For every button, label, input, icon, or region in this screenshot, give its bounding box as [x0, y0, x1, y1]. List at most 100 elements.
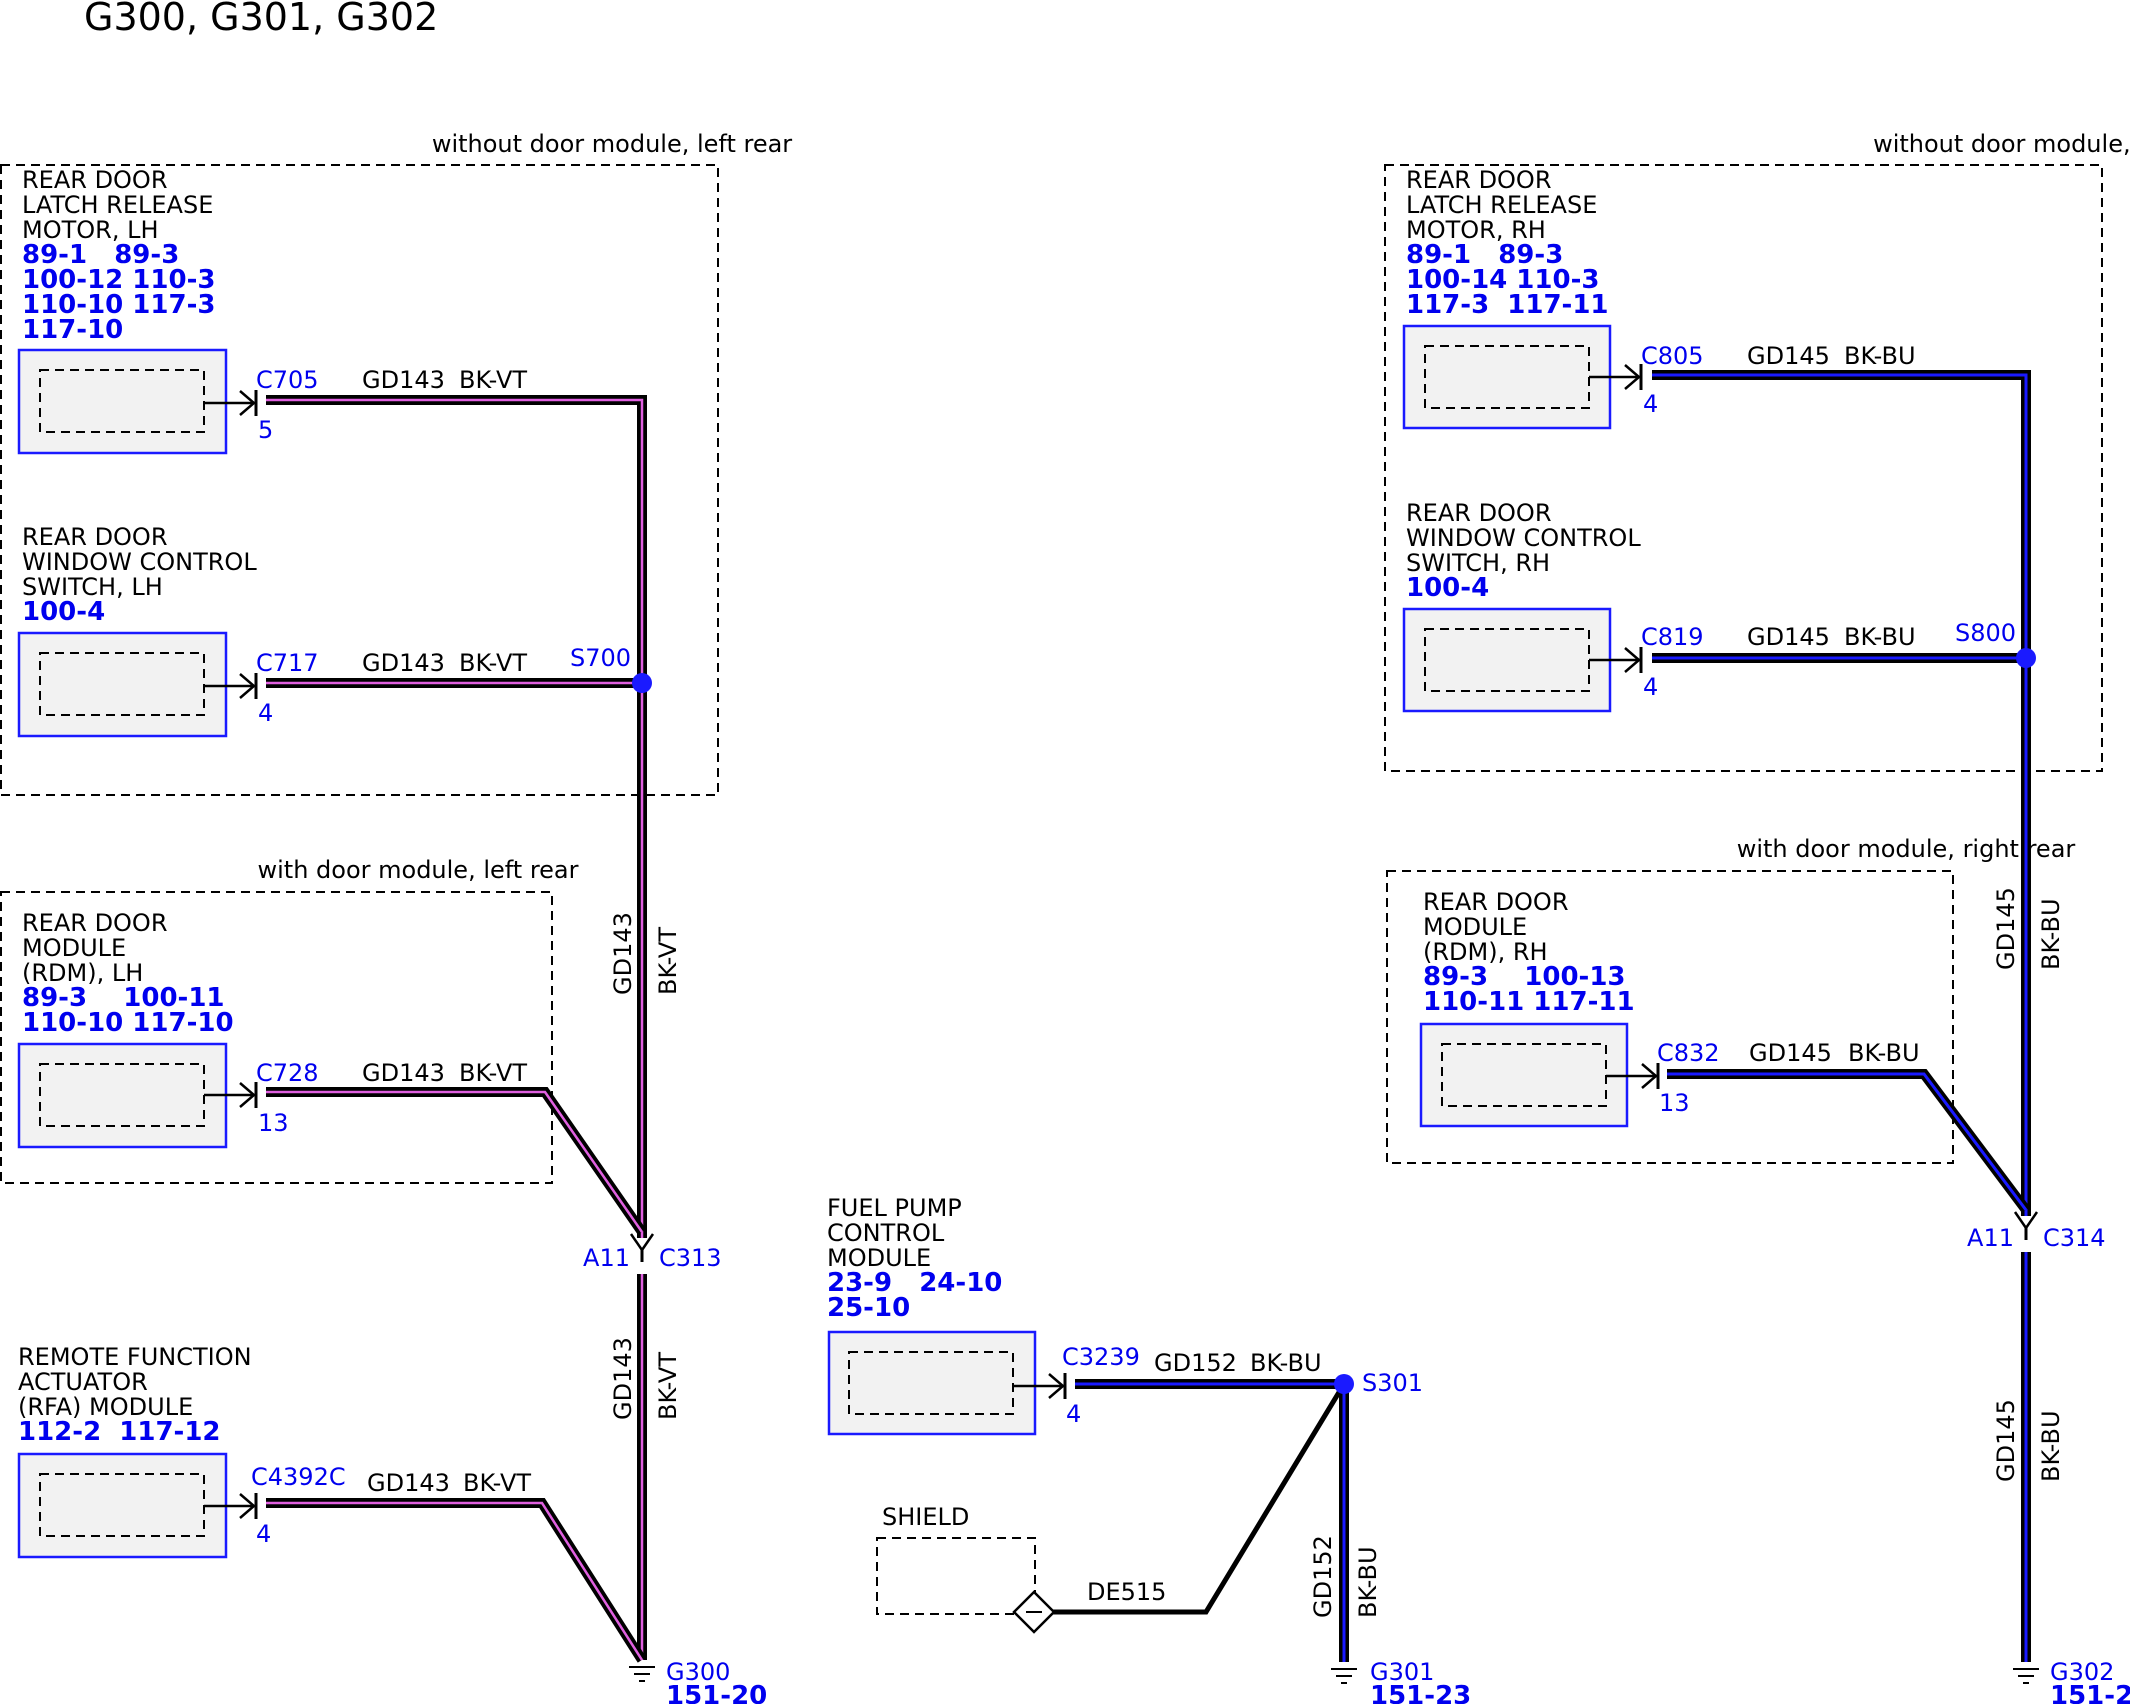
- component-name-line: REAR DOOR: [22, 523, 168, 551]
- component-ref-line: 100-12 110-3: [22, 265, 215, 295]
- component-ref-line: 100-14 110-3: [1406, 265, 1599, 295]
- connector-arrows: [204, 364, 1660, 1519]
- latch-lh-text: REAR DOOR LATCH RELEASE MOTOR, LH 89-1 8…: [22, 166, 215, 345]
- component-ref-line: 110-11 117-11: [1423, 987, 1635, 1017]
- splice-s700: [632, 673, 652, 693]
- rdm-rh-text: REAR DOOR MODULE (RDM), RH 89-3 100-13 1…: [1423, 888, 1635, 1017]
- wire-right-upper-color: BK-BU: [2037, 898, 2065, 970]
- wire-c805-circuit: GD145: [1747, 342, 1830, 370]
- component-ref-line: 89-3 100-11: [22, 983, 225, 1013]
- fpcm-text: FUEL PUMP CONTROL MODULE 23-9 24-10 25-1…: [827, 1194, 1002, 1323]
- component-name-line: LATCH RELEASE: [22, 191, 213, 219]
- component-ref-line: 110-10 117-3: [22, 290, 215, 320]
- connector-c728-pin: 13: [258, 1109, 289, 1137]
- component-name-line: (RDM), LH: [22, 959, 143, 987]
- wire-c819-color: BK-BU: [1844, 623, 1916, 651]
- connector-c4392c-label: C4392C: [251, 1463, 346, 1491]
- component-rear-door-module-lh: [17, 1042, 228, 1149]
- component-name-line: MODULE: [827, 1244, 931, 1272]
- component-name-line: REMOTE FUNCTION: [18, 1343, 252, 1371]
- region-right-without-label: without door module, right rear: [1873, 130, 2130, 158]
- wire-right-lower-color: BK-BU: [2037, 1410, 2065, 1482]
- shield-label: SHIELD: [882, 1503, 969, 1531]
- component-ref-line: 89-1 89-3: [22, 240, 179, 270]
- component-name-line: ACTUATOR: [18, 1368, 148, 1396]
- wire-c4392c-circuit: GD143: [367, 1469, 450, 1497]
- ground-g301-icon: [1331, 1668, 1357, 1684]
- shield-box: [876, 1537, 1036, 1615]
- inline-c313-label: C313: [659, 1244, 722, 1272]
- component-name-line: WINDOW CONTROL: [1406, 524, 1641, 552]
- connector-c3239-pin: 4: [1066, 1400, 1081, 1428]
- component-name-line: MOTOR, LH: [22, 216, 159, 244]
- component-name-line: SWITCH, RH: [1406, 549, 1550, 577]
- wire-c728-color: BK-VT: [459, 1059, 527, 1087]
- component-ref-line: 100-4: [22, 597, 105, 627]
- component-latch-release-motor-lh: [17, 348, 228, 455]
- wire-de515-label: DE515: [1087, 1578, 1166, 1606]
- component-name-line: MODULE: [1423, 913, 1527, 941]
- connector-c819-pin: 4: [1643, 673, 1658, 701]
- ground-g302-ref: 151-21: [2050, 1681, 2130, 1704]
- component-name-line: REAR DOOR: [22, 909, 168, 937]
- wire-c705-circuit: GD143: [362, 366, 445, 394]
- splice-s800-label: S800: [1955, 619, 2016, 647]
- wire-right-lower-circuit: GD145: [1992, 1399, 2020, 1482]
- wire-mid-circuit: GD152: [1309, 1535, 1337, 1618]
- connector-c717-label: C717: [256, 649, 319, 677]
- component-name-line: MOTOR, RH: [1406, 216, 1546, 244]
- wire-c805-color: BK-BU: [1844, 342, 1916, 370]
- wire-c3239-circuit: GD152: [1154, 1349, 1237, 1377]
- wire-c832-circuit: GD145: [1749, 1039, 1832, 1067]
- wire-gd145-right: [1652, 370, 2031, 1662]
- wire-left-lower-color: BK-VT: [654, 1352, 682, 1420]
- ground-g301-ref: 151-23: [1370, 1681, 1471, 1704]
- component-ref-line: 117-3 117-11: [1406, 290, 1609, 320]
- region-left-with-label: with door module, left rear: [257, 856, 578, 884]
- splice-s800: [2016, 648, 2036, 668]
- component-name-line: REAR DOOR: [22, 166, 168, 194]
- ground-g302-icon: [2013, 1668, 2039, 1684]
- region-left-with-door-module: [0, 891, 553, 1184]
- ground-g300-ref: 151-20: [666, 1681, 767, 1704]
- component-ref-line: 89-1 89-3: [1406, 240, 1563, 270]
- wire-c3239-color: BK-BU: [1250, 1349, 1322, 1377]
- component-ref-line: 112-2 117-12: [18, 1417, 221, 1447]
- wire-c832-color: BK-BU: [1848, 1039, 1920, 1067]
- ground-g302-label: G302: [2050, 1658, 2114, 1686]
- connector-c705-pin: 5: [258, 416, 273, 444]
- wire-c4392c-color: BK-VT: [463, 1469, 531, 1497]
- wire-c705-color: BK-VT: [459, 366, 527, 394]
- component-ref-line: 117-10: [22, 315, 123, 345]
- ground-g301-label: G301: [1370, 1658, 1434, 1686]
- connector-c717-pin: 4: [258, 699, 273, 727]
- component-rear-door-module-rh: [1419, 1022, 1629, 1128]
- wire-mid-color: BK-BU: [1354, 1546, 1382, 1618]
- component-name-line: SWITCH, LH: [22, 573, 163, 601]
- wire-c717-color: BK-VT: [459, 649, 527, 677]
- wire-gd152: [1075, 1379, 1349, 1662]
- component-name-line: REAR DOOR: [1423, 888, 1569, 916]
- inline-c314-pin: A11: [1967, 1224, 2014, 1252]
- component-ref-line: 100-4: [1406, 573, 1489, 603]
- connector-c832-pin: 13: [1659, 1089, 1690, 1117]
- connector-c4392c-pin: 4: [256, 1520, 271, 1548]
- component-name-line: (RDM), RH: [1423, 938, 1548, 966]
- connector-c832-label: C832: [1657, 1039, 1720, 1067]
- splice-s301: [1334, 1374, 1354, 1394]
- window-rh-text: REAR DOOR WINDOW CONTROL SWITCH, RH 100-…: [1406, 499, 1641, 603]
- component-name-line: WINDOW CONTROL: [22, 548, 257, 576]
- component-ref-line: 110-10 117-10: [22, 1008, 234, 1038]
- ground-g300-icon: [629, 1666, 655, 1682]
- connector-c805-pin: 4: [1643, 390, 1658, 418]
- page-title: G300, G301, G302: [84, 0, 438, 39]
- component-name-line: MODULE: [22, 934, 126, 962]
- connector-c805-label: C805: [1641, 342, 1704, 370]
- component-name-line: FUEL PUMP: [827, 1194, 962, 1222]
- component-name-line: REAR DOOR: [1406, 499, 1552, 527]
- wire-gd143-left: [266, 395, 647, 1663]
- wire-c728-circuit: GD143: [362, 1059, 445, 1087]
- component-window-control-switch-lh: [17, 631, 228, 738]
